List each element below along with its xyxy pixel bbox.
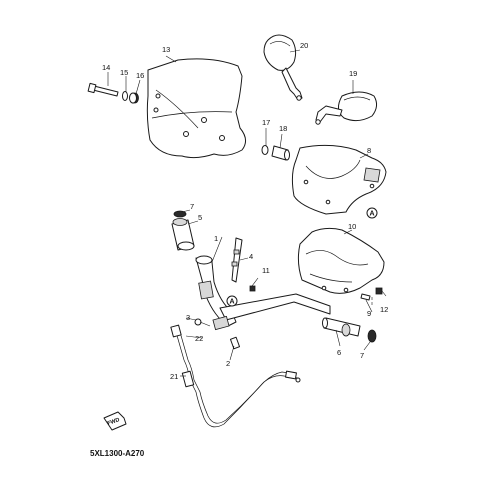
screw-part-9 bbox=[360, 293, 371, 301]
bolt-part-11 bbox=[249, 277, 259, 292]
bolt-part-2 bbox=[229, 336, 241, 350]
callout-6: 6 bbox=[337, 348, 341, 357]
throttle-grip-part bbox=[322, 317, 361, 337]
callout-17: 17 bbox=[262, 118, 270, 127]
bar-end-part-7-left bbox=[173, 210, 187, 218]
callout-11: 11 bbox=[262, 266, 270, 275]
callout-15: 15 bbox=[120, 68, 128, 77]
diagram-code-label: 5XL1300-A270 bbox=[90, 449, 145, 458]
left-grip-part bbox=[171, 218, 195, 251]
callout-21: 21 bbox=[170, 372, 178, 381]
callout-8: 8 bbox=[367, 146, 371, 155]
reference-marker-a-left: A bbox=[226, 295, 238, 307]
callout-14: 14 bbox=[102, 63, 110, 72]
callout-20: 20 bbox=[300, 41, 308, 50]
callout-3: 3 bbox=[186, 313, 190, 322]
callout-2: 2 bbox=[226, 359, 230, 368]
callout-4: 4 bbox=[249, 252, 253, 261]
callout-9: 9 bbox=[367, 309, 371, 318]
callout-10: 10 bbox=[348, 222, 356, 231]
callout-7-left: 7 bbox=[190, 202, 194, 211]
callout-1: 1 bbox=[214, 234, 218, 243]
mirror-right-part bbox=[315, 91, 378, 125]
callout-5: 5 bbox=[198, 213, 202, 222]
callout-22: 22 bbox=[195, 334, 203, 343]
callout-numbers: 13 14 15 16 20 19 17 18 8 10 7 5 1 4 11 … bbox=[102, 41, 388, 381]
reference-marker-a-right: A bbox=[366, 207, 378, 219]
callout-16: 16 bbox=[136, 71, 144, 80]
windshield-part bbox=[146, 58, 246, 159]
cable-guide-part bbox=[231, 237, 243, 283]
spacer-part-18 bbox=[271, 145, 290, 161]
handlebar-part bbox=[195, 255, 331, 331]
throttle-cable-part bbox=[170, 324, 301, 428]
collar-part-16 bbox=[129, 92, 139, 104]
nut-part-17 bbox=[261, 145, 269, 155]
callout-18: 18 bbox=[279, 124, 287, 133]
callout-19: 19 bbox=[349, 69, 357, 78]
screw-part-14 bbox=[87, 82, 119, 97]
bolt-part-12 bbox=[375, 287, 387, 297]
mirror-left-part bbox=[263, 34, 303, 101]
fwd-direction-indicator: FWD bbox=[103, 411, 127, 431]
reference-letter: A bbox=[229, 299, 234, 306]
washer-part-15 bbox=[122, 91, 128, 101]
callout-7-right: 7 bbox=[360, 351, 364, 360]
callout-13: 13 bbox=[162, 45, 170, 54]
handlebar-cover-front-part bbox=[291, 144, 387, 215]
handlebar-cover-rear-part bbox=[297, 227, 385, 294]
bar-end-part-7-right bbox=[367, 329, 377, 343]
clamp-part-3 bbox=[194, 318, 211, 327]
callout-12: 12 bbox=[380, 305, 388, 314]
reference-letter: A bbox=[369, 211, 374, 218]
fwd-label: FWD bbox=[107, 417, 121, 427]
leader-lines bbox=[107, 49, 373, 377]
